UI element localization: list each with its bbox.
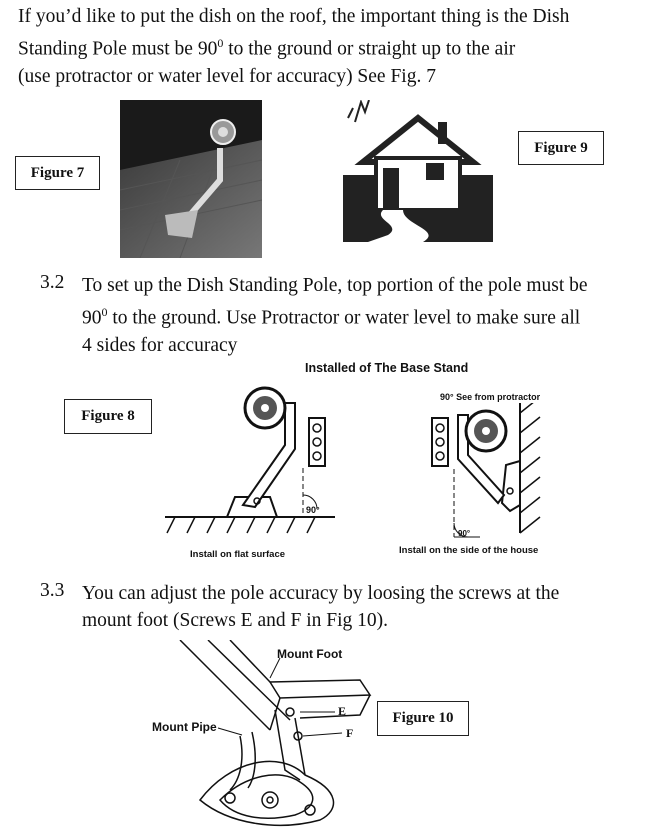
- mount-pipe-label: Mount Pipe: [152, 720, 217, 734]
- mount-foot-label: Mount Foot: [277, 647, 343, 661]
- intro-line-2-start: Standing Pole must be 90: [18, 38, 218, 60]
- protractor-note: 90° See from protractor: [440, 392, 541, 402]
- figure-10-label: Figure 10: [377, 701, 469, 736]
- intro-paragraph: If you’d like to put the dish on the roo…: [18, 3, 643, 90]
- house-side-caption: Install on the side of the house: [399, 545, 539, 556]
- step-3-2-line-3: 4 sides for accuracy: [82, 334, 238, 356]
- step-3-3-line-2: mount foot (Screws E and F in Fig 10).: [82, 610, 389, 631]
- mount-foot-diagram: [179, 640, 372, 827]
- intro-line-1: If you’d like to put the dish on the roo…: [18, 6, 570, 27]
- angle-label-right: 90°: [458, 529, 471, 538]
- step-3-2-line-1: To set up the Dish Standing Pole, top po…: [82, 275, 588, 296]
- figure-9-label: Figure 9: [518, 131, 604, 165]
- step-3-3-number: 3.3: [40, 580, 65, 601]
- house-icon: [343, 100, 493, 242]
- figure-7-photo: [120, 100, 262, 258]
- intro-line-2-end: to the ground or straight up to the air: [223, 38, 516, 60]
- house-side-diagram: [431, 403, 541, 538]
- screw-e-label: E: [338, 704, 347, 718]
- step-3-2-line-2-end: to the ground. Use Protractor or water l…: [107, 307, 581, 329]
- degree-superscript: 0: [217, 36, 224, 50]
- step-3-2-line-2-start: 90: [82, 307, 102, 329]
- intro-line-3: (use protractor or water level for accur…: [18, 65, 436, 87]
- step-3-2-number: 3.2: [40, 272, 65, 293]
- angle-label-left: 90°: [306, 505, 320, 515]
- flat-surface-caption: Install on flat surface: [190, 549, 286, 560]
- figure-8-label: Figure 8: [64, 399, 152, 434]
- step-3-2-line-2: 900 to the ground. Use Protractor or wat…: [82, 299, 642, 332]
- intro-line-2: Standing Pole must be 900 to the ground …: [18, 30, 643, 63]
- step-3-2-text: To set up the Dish Standing Pole, top po…: [82, 272, 642, 359]
- step-3-3-text: You can adjust the pole accuracy by loos…: [82, 580, 642, 634]
- flat-surface-diagram: [165, 386, 335, 534]
- step-3-3-line-1: You can adjust the pole accuracy by loos…: [82, 583, 560, 604]
- screw-f-label: F: [346, 726, 354, 740]
- degree-superscript: 0: [101, 305, 108, 319]
- figure-8-title: Installed of The Base Stand: [305, 361, 469, 375]
- figure-7-label: Figure 7: [15, 156, 100, 190]
